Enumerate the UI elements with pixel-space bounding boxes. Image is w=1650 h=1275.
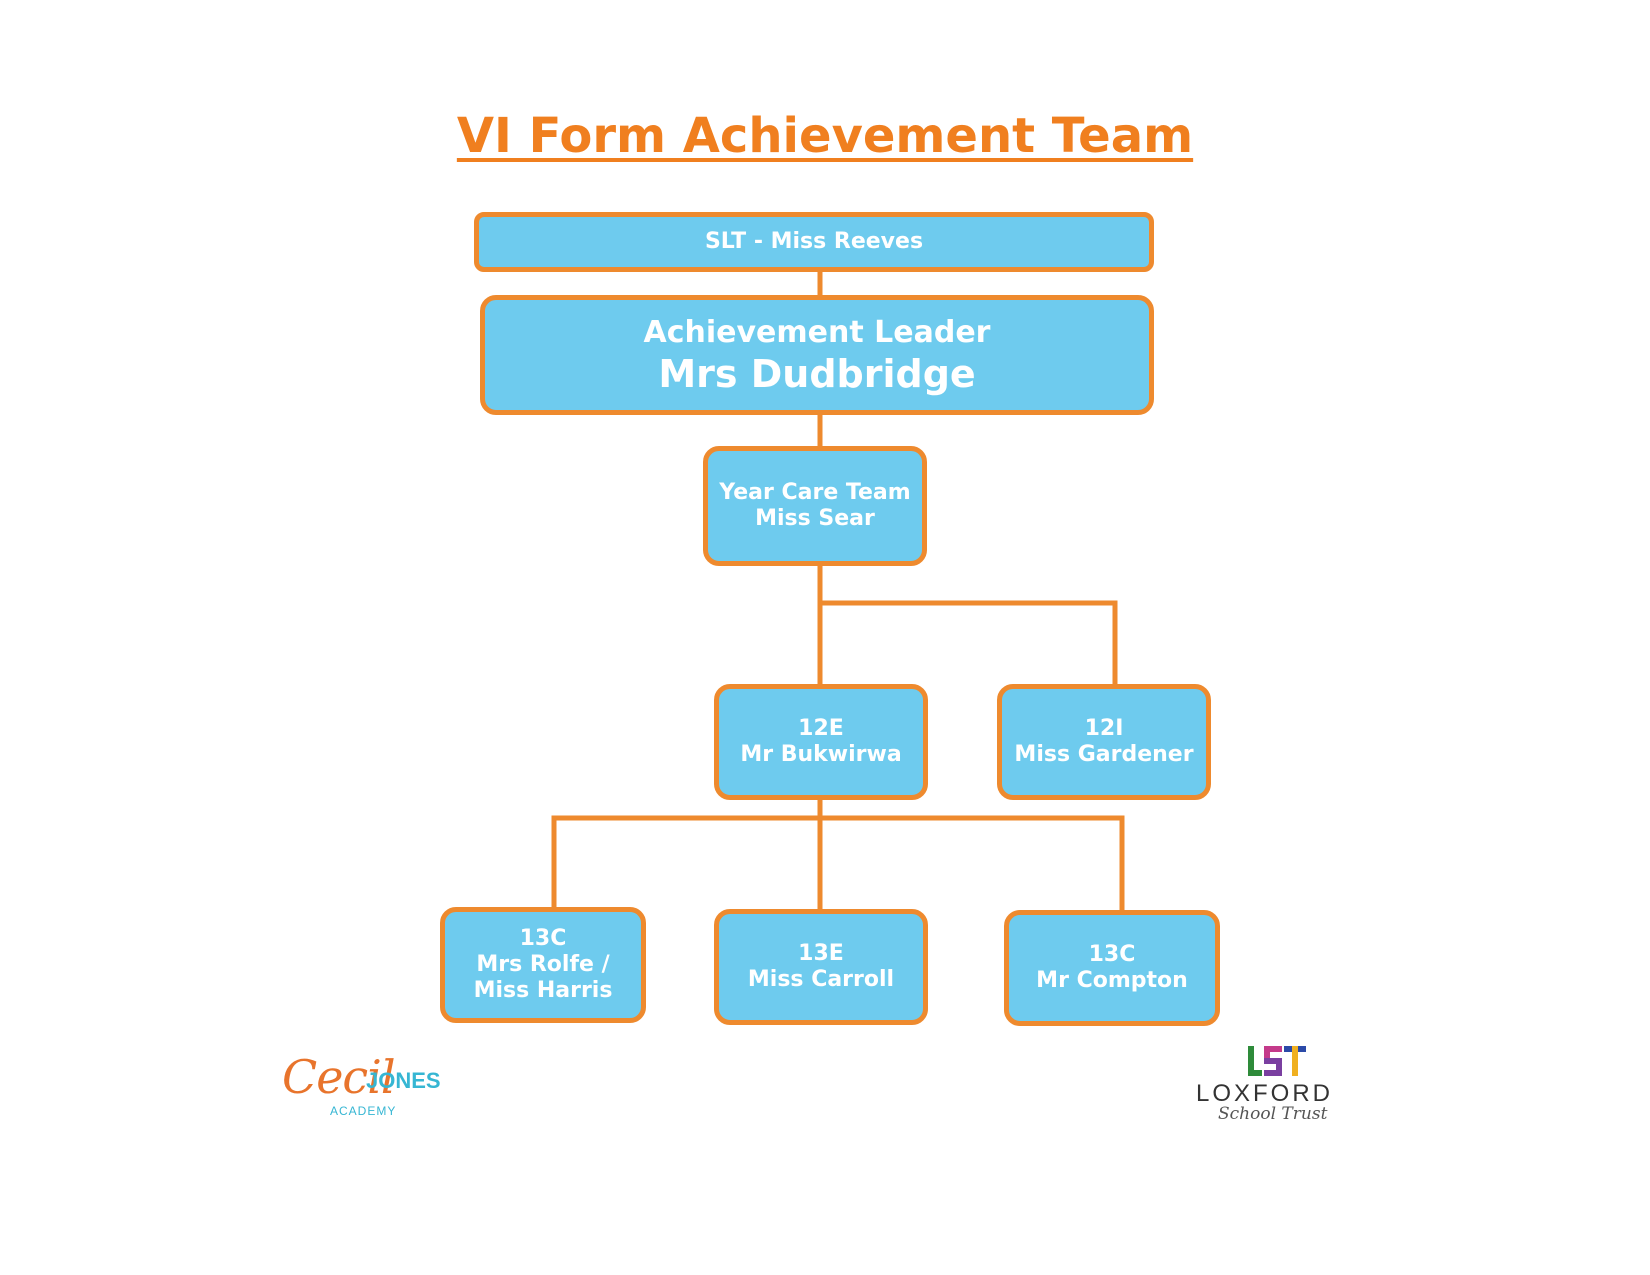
form-12e-tutor: Mr Bukwirwa	[740, 742, 902, 767]
form-13e-code: 13E	[798, 941, 844, 967]
form-13c-b-code: 13C	[1088, 942, 1136, 968]
care-role: Year Care Team	[719, 480, 911, 506]
form-13c-b-box: 13C Mr Compton	[1004, 910, 1220, 1026]
form-13e-tutor: Miss Carroll	[747, 967, 895, 992]
loxford-logo-name: LOXFORD	[1196, 1080, 1334, 1107]
connector-care-12i	[820, 600, 1118, 684]
form-12i-code: 12I	[1084, 716, 1124, 742]
form-12e-code: 12E	[798, 716, 844, 742]
loxford-logo-sub: School Trust	[1218, 1104, 1328, 1124]
lst-mark-icon	[1248, 1046, 1306, 1076]
achievement-leader-box: Achievement Leader Mrs Dudbridge	[480, 295, 1154, 415]
form-12e-box: 12E Mr Bukwirwa	[714, 684, 928, 800]
form-13c-a-box: 13C Mrs Rolfe / Miss Harris	[440, 907, 646, 1023]
leader-name: Mrs Dudbridge	[658, 351, 976, 396]
form-13c-a-code: 13C	[519, 926, 567, 952]
form-13e-box: 13E Miss Carroll	[714, 909, 928, 1025]
connector-13-bar	[551, 815, 1125, 911]
form-12i-box: 12I Miss Gardener	[997, 684, 1211, 800]
form-13c-a-tutor-line1: Mrs Rolfe /	[476, 952, 610, 978]
page-title: VI Form Achievement Team	[456, 108, 1194, 164]
loxford-school-trust-logo: LOXFORD School Trust	[1196, 1044, 1366, 1130]
form-13c-a-tutor-line2: Miss Harris	[473, 977, 613, 1003]
year-care-team-box: Year Care Team Miss Sear	[703, 446, 927, 566]
form-12i-tutor: Miss Gardener	[1014, 742, 1194, 767]
cecil-jones-academy-logo: Cecil JONES ACADEMY	[282, 1050, 462, 1120]
cecil-logo-script: Cecil	[282, 1050, 396, 1104]
slt-box: SLT - Miss Reeves	[474, 212, 1154, 272]
form-13c-b-tutor: Mr Compton	[1036, 968, 1188, 993]
cecil-logo-sub: ACADEMY	[330, 1104, 397, 1118]
leader-role: Achievement Leader	[643, 314, 991, 350]
cecil-logo-word: JONES	[366, 1068, 441, 1093]
slt-label: SLT - Miss Reeves	[704, 229, 924, 255]
care-name: Miss Sear	[755, 506, 875, 531]
